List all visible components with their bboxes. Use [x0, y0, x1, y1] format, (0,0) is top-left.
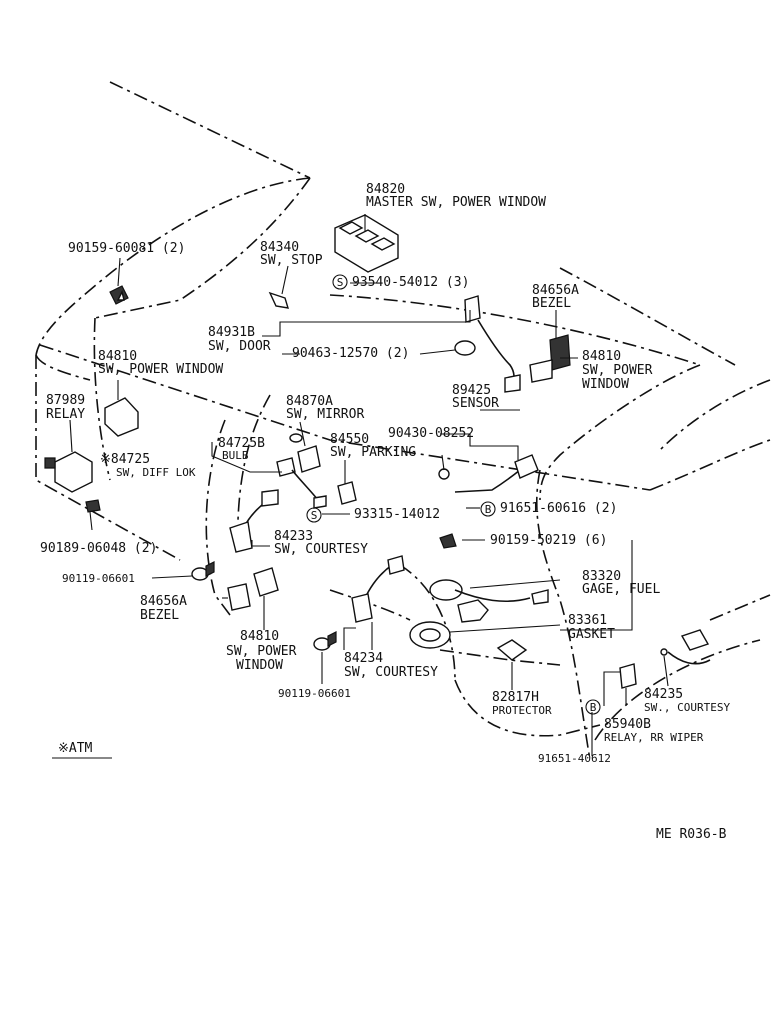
- label-fuel-gage-number: 83320: [582, 569, 621, 584]
- label-bolt-90189: 90189-06048 (2): [40, 541, 157, 556]
- label-pw-sw-bottom-name: SW, POWER: [226, 644, 297, 659]
- label-door-sw-number: 84931B: [208, 325, 255, 340]
- part-labels: 84820 MASTER SW, POWER WINDOW 84340 SW, …: [40, 182, 730, 765]
- label-pw-sw-left-number: 84810: [98, 349, 137, 364]
- label-fuel-gage-name: GAGE, FUEL: [582, 582, 660, 597]
- label-clamp-90430: 90430-08252: [388, 426, 474, 441]
- label-bolt-90159-60081: 90159-60081 (2): [68, 241, 185, 256]
- label-sensor-number: 89425: [452, 383, 491, 398]
- label-relay-rr-wiper-number: 85940B: [604, 717, 651, 732]
- protector-82817H: [496, 639, 528, 661]
- label-bezel-right-number: 84656A: [532, 283, 579, 298]
- master-power-window-switch: [334, 214, 399, 273]
- label-door-sw-name: SW, DOOR: [208, 339, 271, 354]
- label-bezel-right-name: BEZEL: [532, 296, 571, 311]
- svg-text:S: S: [311, 509, 318, 522]
- courtesy-switch-84233: [229, 489, 279, 553]
- stop-switch: [268, 291, 289, 309]
- label-mirror-sw-name: SW, MIRROR: [286, 407, 364, 422]
- drawing-code: ME R036-B: [656, 827, 727, 842]
- marker-s-2: S: [306, 507, 322, 523]
- label-parking-sw-name: SW, PARKING: [330, 445, 416, 460]
- mirror-switch: [289, 433, 321, 473]
- label-courtesy-84234-name: SW, COURTESY: [344, 665, 438, 680]
- label-bezel-left-name: BEZEL: [140, 608, 179, 623]
- label-bulb-name: BULB: [222, 449, 249, 462]
- label-pw-sw-bottom-name2: WINDOW: [236, 658, 283, 673]
- legend-atm: ※ATM: [58, 741, 93, 756]
- gasket-83361: [409, 621, 451, 649]
- power-window-switch-left: [104, 397, 139, 437]
- courtesy-switch-84234: [351, 555, 405, 623]
- label-screw-93315: 93315-14012: [354, 507, 440, 522]
- label-pw-sw-right-number: 84810: [582, 349, 621, 364]
- label-courtesy-84233-name: SW, COURTESY: [274, 542, 368, 557]
- label-sensor-name: SENSOR: [452, 396, 499, 411]
- label-pw-sw-left-name: SW, POWER WINDOW: [98, 362, 223, 377]
- label-master-sw-number: 84820: [366, 182, 405, 197]
- label-diff-lok-name: SW, DIFF LOK: [116, 466, 196, 479]
- relay-rr-wiper: [619, 663, 637, 689]
- label-mirror-sw-number: 84870A: [286, 394, 333, 409]
- atm-legend: ※ATM: [52, 741, 112, 759]
- bezel-right: [529, 334, 571, 383]
- parking-switch: [337, 481, 357, 505]
- leader-lines: [69, 214, 669, 756]
- screw-90119-b-icon: [313, 631, 337, 651]
- label-clip-90463: 90463-12570 (2): [292, 346, 409, 361]
- fuel-gage-83320: [429, 533, 549, 623]
- label-relay-number: 87989: [46, 393, 85, 408]
- label-courtesy-84234-number: 84234: [344, 651, 383, 666]
- courtesy-switch-84235: [660, 629, 711, 665]
- label-protector-number: 82817H: [492, 690, 539, 705]
- marker-b-2: B: [585, 699, 601, 715]
- label-pw-sw-right-name2: WINDOW: [582, 377, 629, 392]
- label-protector-name: PROTECTOR: [492, 704, 552, 717]
- label-screw-93540: 93540-54012 (3): [352, 275, 469, 290]
- label-gasket-name: GASKET: [568, 627, 615, 642]
- svg-text:S: S: [337, 276, 344, 289]
- door-switch-harness: [454, 295, 521, 393]
- bulb-harness: [276, 457, 327, 509]
- label-screw-90119-a: 90119-06601: [62, 572, 135, 585]
- label-bulb-number: 84725B: [218, 436, 265, 451]
- bolt-90189-icon: [85, 499, 101, 513]
- svg-text:B: B: [485, 503, 492, 516]
- power-window-switch-bottom: [253, 567, 279, 597]
- vehicle-body-outline: [35, 81, 771, 761]
- label-relay-rr-wiper-name: RELAY, RR WIPER: [604, 731, 704, 744]
- label-courtesy-84233-number: 84233: [274, 529, 313, 544]
- label-bolt-91651-40612: 91651-40612: [538, 752, 611, 765]
- label-courtesy-84235-number: 84235: [644, 687, 683, 702]
- label-master-sw-name: MASTER SW, POWER WINDOW: [366, 195, 546, 210]
- screw-90119-a-icon: [191, 561, 215, 581]
- label-bolt-91651-60616: 91651-60616 (2): [500, 501, 617, 516]
- label-gasket-number: 83361: [568, 613, 607, 628]
- label-screw-90119-b: 90119-06601: [278, 687, 351, 700]
- label-stop-sw-number: 84340: [260, 240, 299, 255]
- relay-87989: [44, 451, 93, 493]
- label-pw-sw-right-name: SW, POWER: [582, 363, 653, 378]
- bolt-icon: [109, 285, 129, 305]
- label-parking-sw-number: 84550: [330, 432, 369, 447]
- label-bezel-left-number: 84656A: [140, 594, 187, 609]
- label-screw-90159-50219: 90159-50219 (6): [490, 533, 607, 548]
- label-diff-lok-number: ※84725: [100, 452, 150, 467]
- label-pw-sw-bottom-number: 84810: [240, 629, 279, 644]
- marker-s-1: S: [332, 274, 348, 290]
- label-stop-sw-name: SW, STOP: [260, 253, 323, 268]
- sensor-89425: [438, 454, 539, 493]
- bezel-left: [227, 583, 251, 611]
- svg-text:B: B: [590, 701, 597, 714]
- label-relay-name: RELAY: [46, 407, 85, 422]
- marker-b-1: B: [480, 501, 496, 517]
- label-courtesy-84235-name: SW., COURTESY: [644, 701, 730, 714]
